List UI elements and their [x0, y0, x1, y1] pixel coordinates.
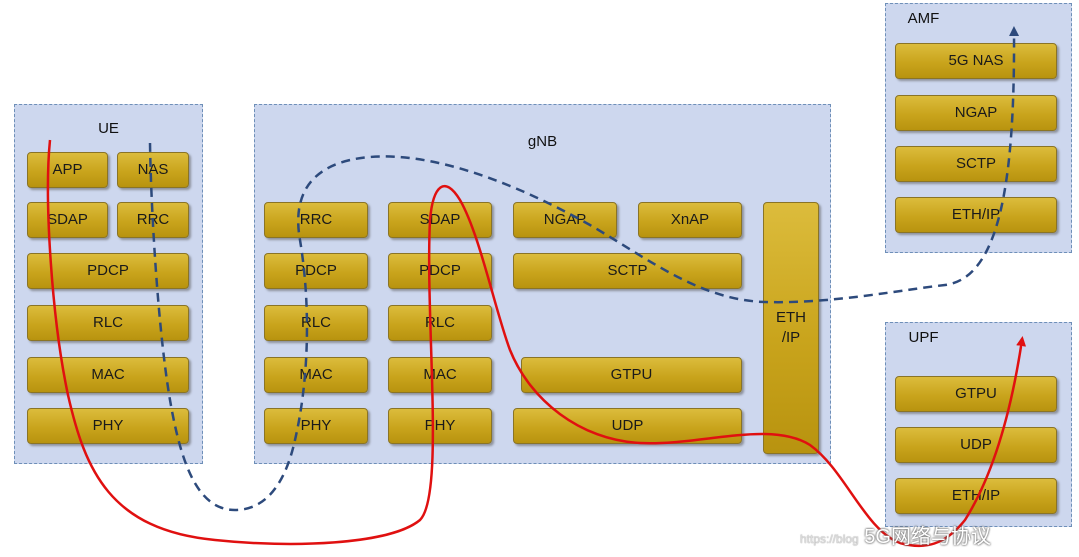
gnb-ngap-layer: NGAP — [513, 202, 617, 238]
ue-rlc-layer: RLC — [27, 305, 189, 341]
upf-eth-ip-layer: ETH/IP — [895, 478, 1057, 514]
ue-nas-layer: NAS — [117, 152, 189, 188]
gnb-pdcp-layer-2: PDCP — [388, 253, 492, 289]
gnb-pdcp-layer: PDCP — [264, 253, 368, 289]
gnb-gtpu-layer: GTPU — [521, 357, 742, 393]
gnb-rlc-layer: RLC — [264, 305, 368, 341]
gnb-eth-ip-layer: ETH /IP — [763, 202, 819, 454]
gnb-udp-layer: UDP — [513, 408, 742, 444]
ue-app-layer: APP — [27, 152, 108, 188]
amf-eth-ip-layer: ETH/IP — [895, 197, 1057, 233]
ue-phy-layer: PHY — [27, 408, 189, 444]
amf-5g-nas-layer: 5G NAS — [895, 43, 1057, 79]
gnb-rlc-layer-2: RLC — [388, 305, 492, 341]
amf-ngap-layer: NGAP — [895, 95, 1057, 131]
upf-gtpu-layer: GTPU — [895, 376, 1057, 412]
gnb-mac-layer-2: MAC — [388, 357, 492, 393]
gnb-sdap-layer: SDAP — [388, 202, 492, 238]
ue-sdap-layer: SDAP — [27, 202, 108, 238]
gnb-title: gNB — [527, 133, 558, 150]
gnb-phy-layer-2: PHY — [388, 408, 492, 444]
watermark: https://blog 5G网络与协议 — [800, 520, 991, 549]
amf-sctp-layer: SCTP — [895, 146, 1057, 182]
amf-title: AMF — [907, 10, 940, 27]
gnb-sctp-layer: SCTP — [513, 253, 742, 289]
watermark-url: https://blog — [800, 532, 859, 546]
gnb-mac-layer: MAC — [264, 357, 368, 393]
ue-rrc-layer: RRC — [117, 202, 189, 238]
watermark-text: 5G网络与协议 — [864, 526, 991, 548]
gnb-xnap-layer: XnAP — [638, 202, 742, 238]
gnb-phy-layer: PHY — [264, 408, 368, 444]
ue-mac-layer: MAC — [27, 357, 189, 393]
ue-pdcp-layer: PDCP — [27, 253, 189, 289]
gnb-ip-label: /IP — [781, 329, 801, 346]
gnb-eth-label: ETH — [776, 308, 806, 326]
upf-udp-layer: UDP — [895, 427, 1057, 463]
gnb-rrc-layer: RRC — [264, 202, 368, 238]
upf-title: UPF — [908, 329, 939, 346]
ue-title: UE — [98, 120, 119, 137]
